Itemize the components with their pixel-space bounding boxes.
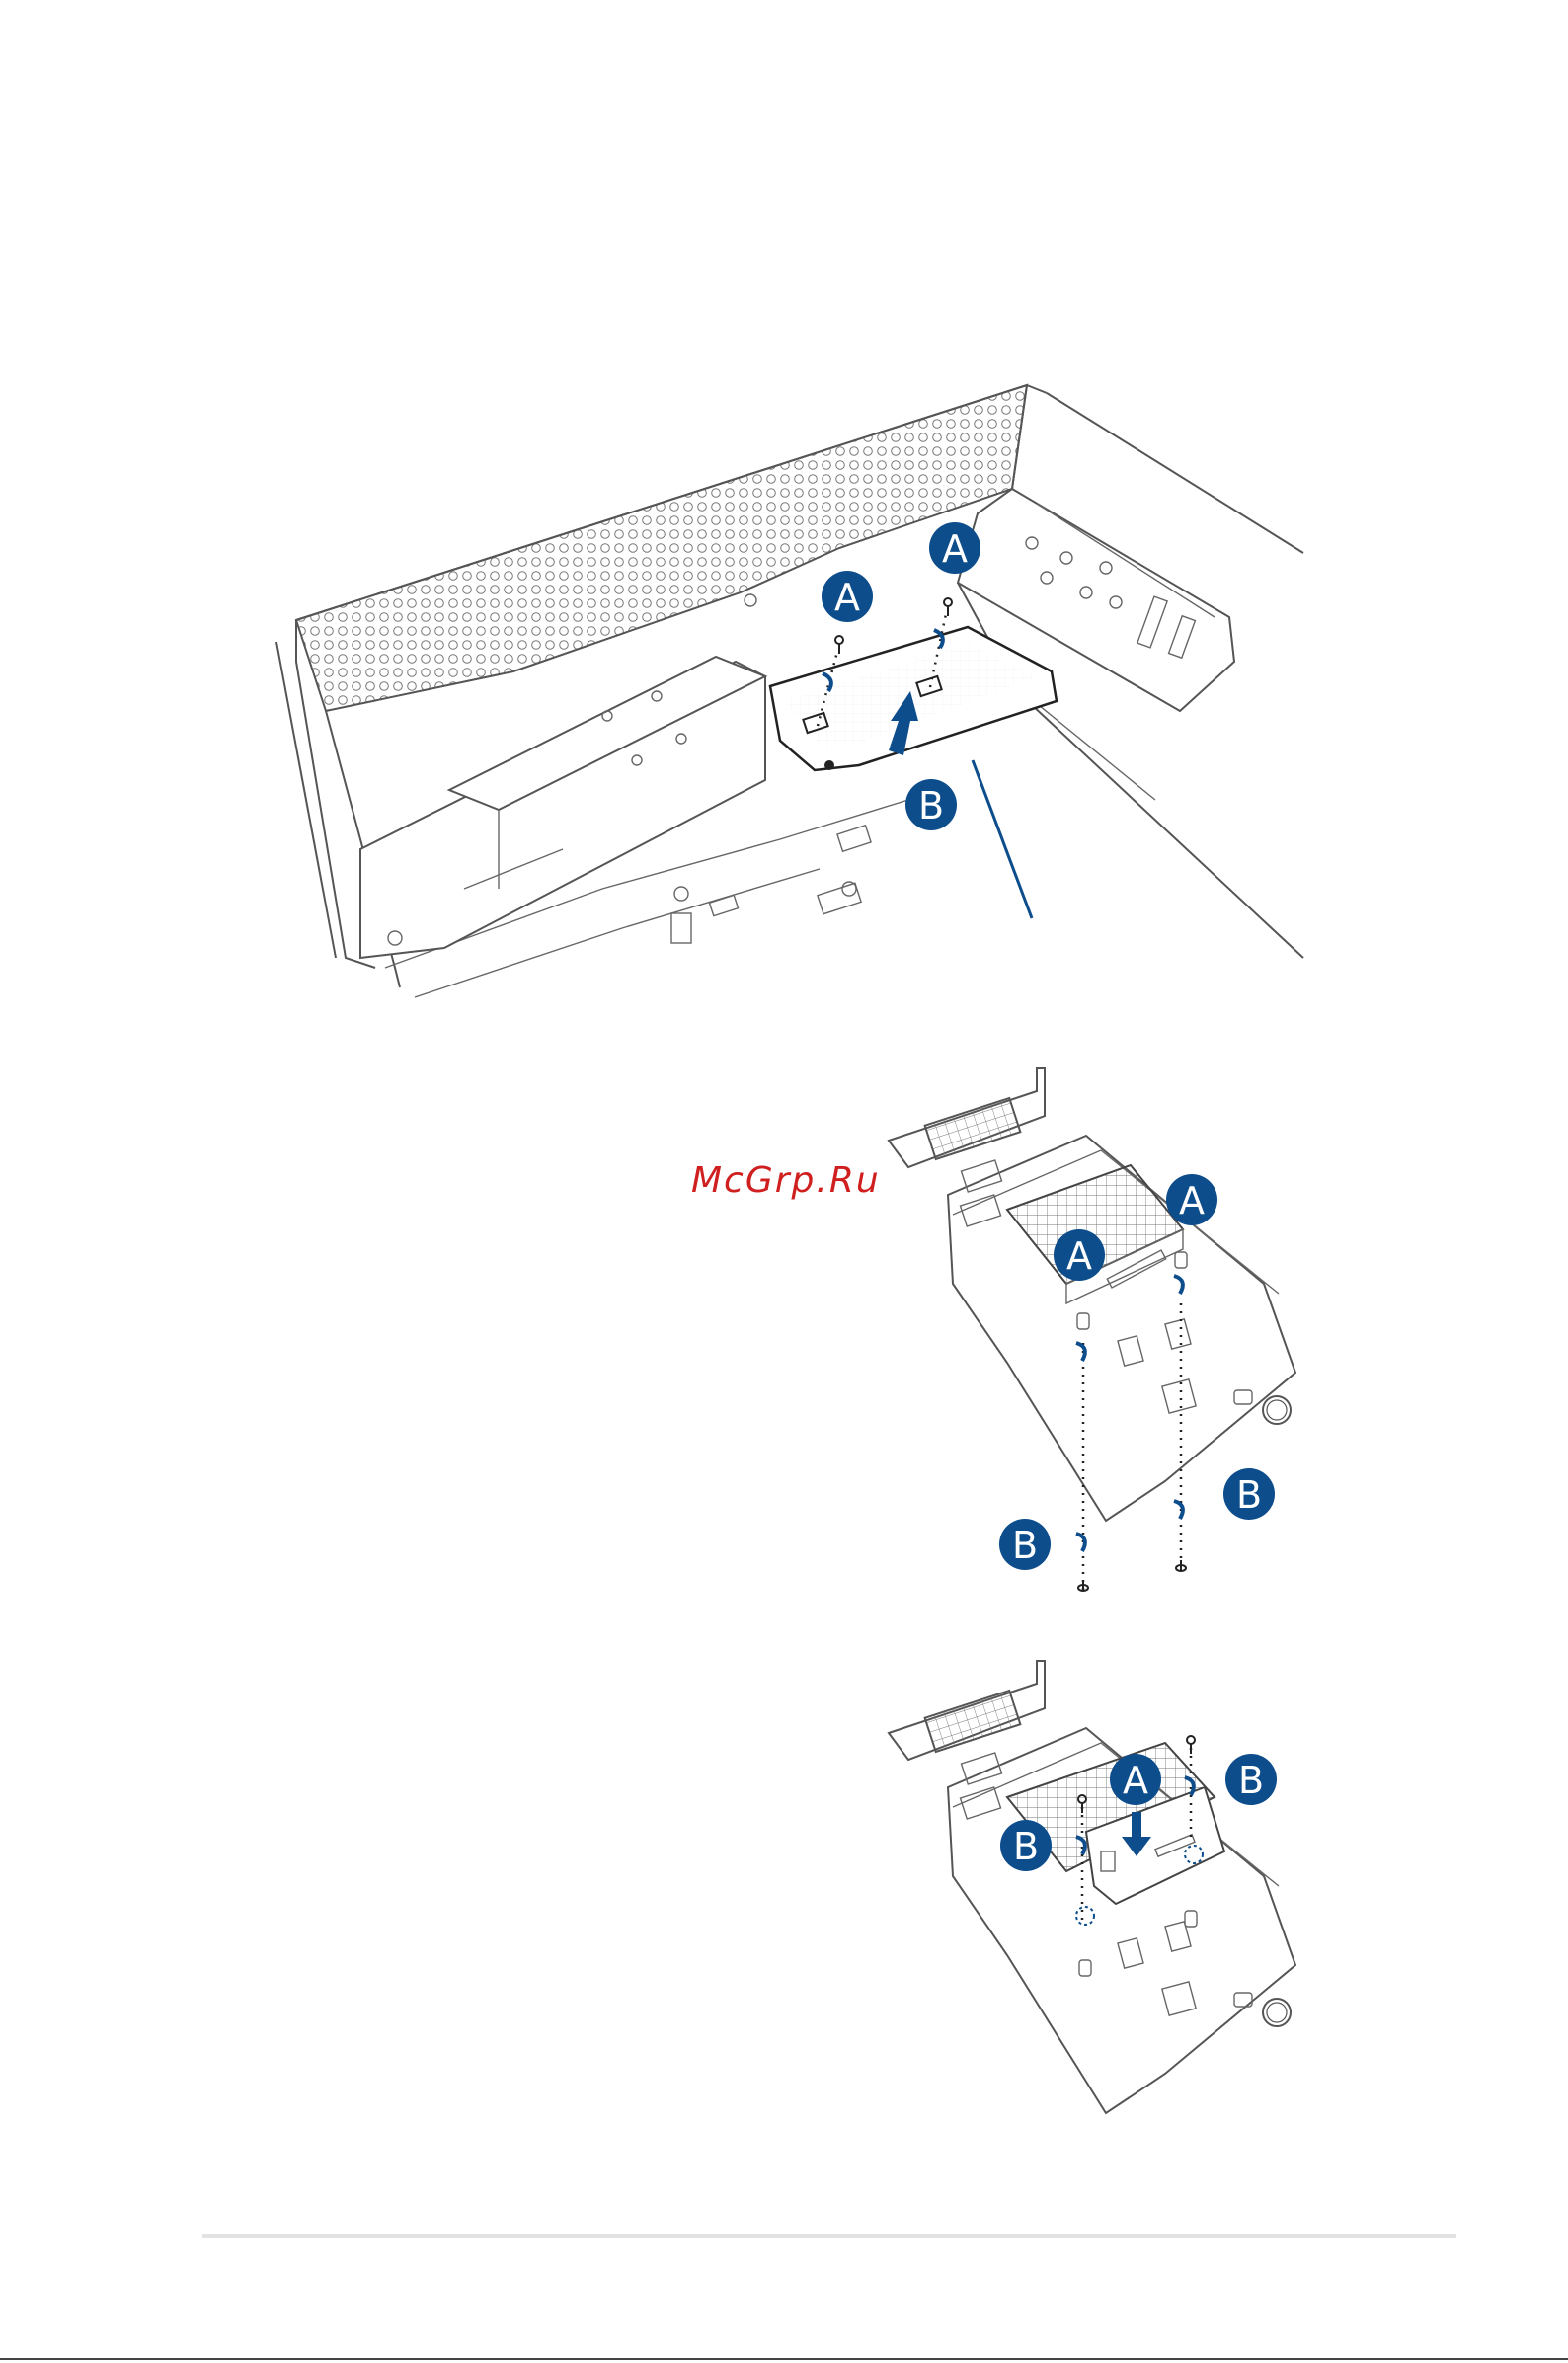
- svg-text:B: B: [1236, 1473, 1262, 1517]
- screw-icon: [835, 636, 843, 654]
- rotate-arrow-icon: [1076, 1534, 1085, 1551]
- watermark: McGrp.Ru: [691, 1160, 881, 1201]
- card-removal-illustration: A A B B: [869, 1057, 1313, 1629]
- callout-a-module: A: [1054, 1229, 1105, 1281]
- svg-text:A: A: [834, 576, 860, 619]
- rotate-arrow-icon: [1174, 1501, 1183, 1519]
- svg-text:B: B: [1012, 1524, 1038, 1567]
- screw-icon: [1176, 1560, 1186, 1571]
- callout-a-right: A: [929, 522, 980, 574]
- svg-text:A: A: [942, 527, 968, 571]
- chassis-illustration: A A B: [267, 375, 1323, 997]
- callout-a-module: A: [1110, 1754, 1161, 1805]
- screw-icon: [944, 598, 952, 616]
- bottom-edge-line: [0, 2358, 1568, 2360]
- svg-text:A: A: [1179, 1179, 1205, 1222]
- svg-text:A: A: [1066, 1234, 1092, 1278]
- callout-b-left: B: [999, 1519, 1051, 1570]
- callout-b: B: [905, 779, 957, 830]
- callout-b-right: B: [1223, 1468, 1275, 1520]
- callout-b-left: B: [1000, 1820, 1052, 1871]
- svg-text:B: B: [1013, 1825, 1039, 1868]
- callout-a-left: A: [822, 571, 873, 622]
- svg-text:A: A: [1123, 1759, 1148, 1802]
- footer-divider: [202, 2234, 1456, 2238]
- card-install-illustration: A B B: [869, 1649, 1313, 2113]
- svg-text:B: B: [918, 784, 944, 827]
- callout-a-standoff: A: [1166, 1174, 1217, 1225]
- screw-icon: [1078, 1580, 1088, 1591]
- svg-text:B: B: [1238, 1759, 1264, 1802]
- callout-b-right: B: [1225, 1754, 1277, 1805]
- screw-icon: [1187, 1736, 1195, 1754]
